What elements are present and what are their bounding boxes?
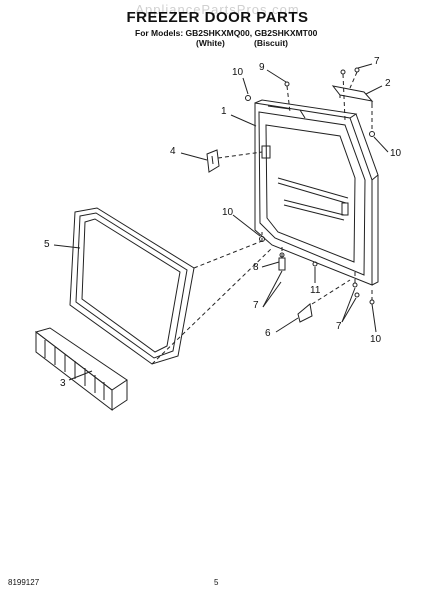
callout-11: 11 [310,285,321,296]
document-number: 8199127 [8,578,40,587]
callout-5: 5 [44,239,50,250]
diagram-title: FREEZER DOOR PARTS [126,9,309,26]
handle-cap-part-6 [297,303,313,323]
callout-6: 6 [265,328,271,339]
callout-10: 10 [390,148,402,159]
callout-7: 7 [253,300,259,311]
callout-10: 10 [222,207,234,218]
callout-7: 7 [336,321,342,332]
callout-4: 4 [170,146,176,157]
callout-2: 2 [385,78,391,89]
callout-7: 7 [374,56,380,67]
callout-3: 3 [60,378,66,389]
hinge-pin-part-8 [278,257,286,271]
hinge-bracket-part-4 [206,149,220,173]
trim-piece-part-2 [331,85,374,104]
variant-biscuit: (Biscuit) [254,38,288,48]
models-line: For Models: GB2SHKXMQ00, GB2SHKXMT00 [135,28,318,38]
watermark-text: AppliancePartsPros.com [135,2,300,17]
leader-lines [53,63,389,381]
callout-1: 1 [221,106,227,117]
page-number: 5 [214,578,219,587]
callout-8: 8 [253,262,259,273]
alignment-lines [151,71,373,365]
variant-white: (White) [196,38,225,48]
callout-10: 10 [232,67,244,78]
door-gasket-part-5 [69,207,195,365]
door-frame-part-1 [254,99,379,286]
door-shelf-part-3 [34,327,128,412]
callout-9: 9 [259,62,265,73]
callout-10: 10 [370,334,382,345]
